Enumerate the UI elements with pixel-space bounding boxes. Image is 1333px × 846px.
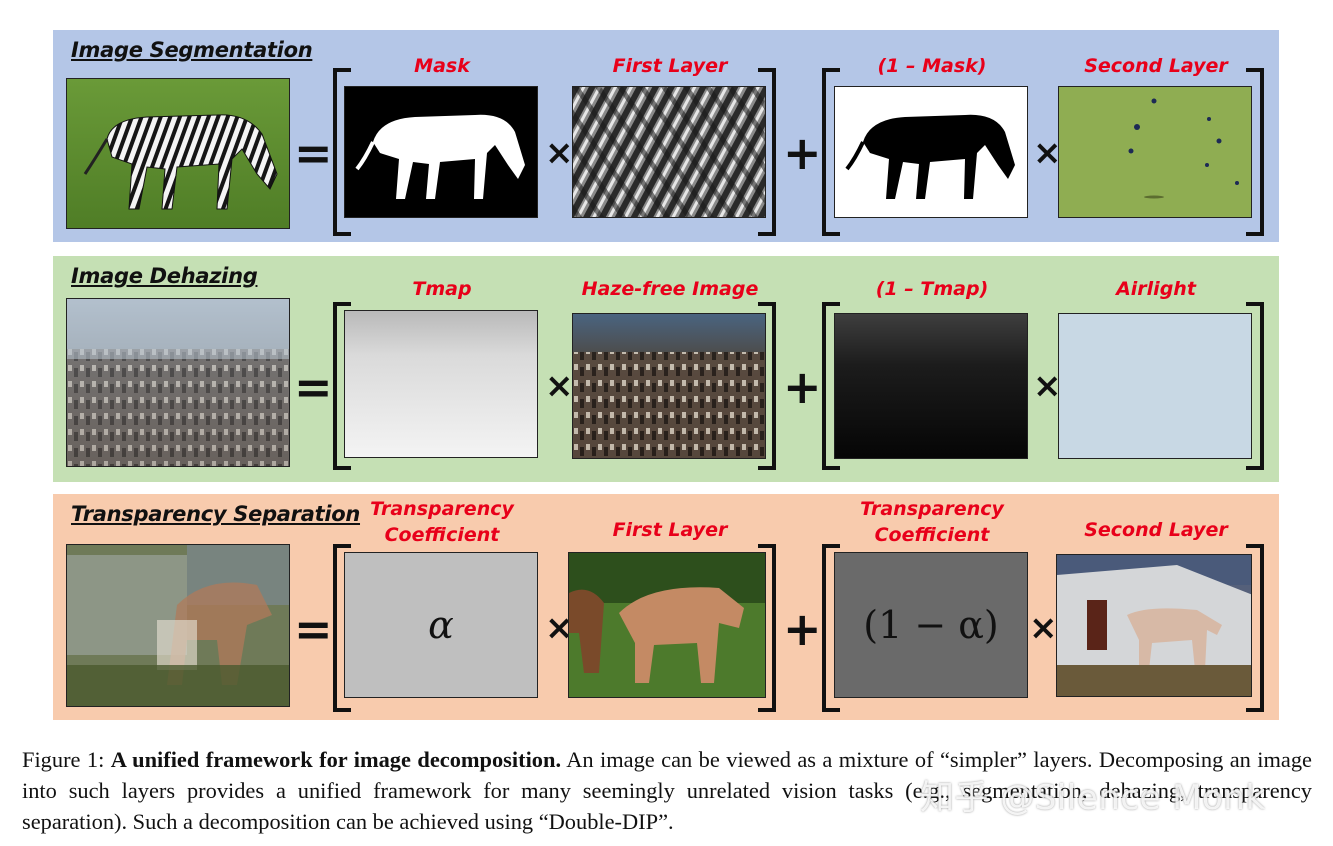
- left-bracket: [822, 68, 840, 236]
- watermark: 知乎 @Silence Monk: [920, 778, 1266, 818]
- times-sign: ×: [1033, 366, 1062, 406]
- label-mask: Mask: [414, 55, 470, 77]
- first-layer-texture-image: [572, 86, 766, 218]
- times-sign: ×: [1029, 608, 1058, 648]
- segmentation-title: Image Segmentation: [71, 38, 313, 62]
- label-transparency-coefficient: Transparency Coefficient: [860, 498, 1004, 546]
- right-bracket: [758, 544, 776, 712]
- caption-prefix: Figure 1:: [22, 747, 111, 772]
- hazy-city-input-image: [66, 298, 290, 467]
- caption-bold-title: A unified framework for image decomposit…: [110, 747, 562, 772]
- alpha-symbol: α: [428, 603, 454, 647]
- inverse-tmap-image: [834, 313, 1028, 459]
- label-second-layer: Second Layer: [1084, 519, 1228, 541]
- horse-layer-image: [568, 552, 766, 698]
- right-bracket: [758, 302, 776, 470]
- barn-cow-layer-image: [1056, 554, 1252, 697]
- label-one-minus-mask: (1 – Mask): [877, 55, 987, 77]
- transparency-title: Transparency Separation: [71, 502, 361, 526]
- right-bracket: [758, 68, 776, 236]
- left-bracket: [333, 302, 351, 470]
- label-airlight: Airlight: [1116, 278, 1196, 300]
- alpha-image: α: [344, 552, 538, 698]
- left-bracket: [333, 544, 351, 712]
- left-bracket: [333, 68, 351, 236]
- right-bracket: [1246, 68, 1264, 236]
- caption-body: An image can be viewed as a mixture of “…: [22, 747, 1312, 834]
- times-sign: ×: [545, 366, 574, 406]
- label-tmap: Tmap: [412, 278, 472, 300]
- label-one-minus-tmap: (1 – Tmap): [875, 278, 989, 300]
- figure-caption: Figure 1: A unified framework for image …: [22, 744, 1312, 837]
- equals-sign: =: [294, 360, 333, 414]
- times-sign: ×: [1033, 133, 1062, 173]
- times-sign: ×: [545, 133, 574, 173]
- haze-free-city-image: [572, 313, 766, 459]
- inverse-mask-image: [834, 86, 1028, 218]
- tmap-image: [344, 310, 538, 458]
- label-haze-free-image: Haze-free Image: [581, 278, 759, 300]
- one-minus-alpha-symbol: (1 − α): [863, 603, 999, 647]
- one-minus-alpha-image: (1 − α): [834, 552, 1028, 698]
- plus-sign: +: [783, 360, 822, 414]
- left-bracket: [822, 544, 840, 712]
- dehazing-title: Image Dehazing: [71, 264, 258, 288]
- left-bracket: [822, 302, 840, 470]
- label-transparency-coefficient: Transparency Coefficient: [370, 498, 514, 546]
- mixed-input-image: [66, 544, 290, 707]
- right-bracket: [1246, 302, 1264, 470]
- label-first-layer: First Layer: [612, 55, 728, 77]
- label-second-layer: Second Layer: [1084, 55, 1228, 77]
- mask-image: [344, 86, 538, 218]
- airlight-image: [1058, 313, 1252, 459]
- equals-sign: =: [294, 126, 333, 180]
- label-first-layer: First Layer: [612, 519, 728, 541]
- right-bracket: [1246, 544, 1264, 712]
- grass-background-image: [1058, 86, 1252, 218]
- plus-sign: +: [783, 602, 822, 656]
- zebra-input-image: [66, 78, 290, 229]
- plus-sign: +: [783, 126, 822, 180]
- equals-sign: =: [294, 602, 333, 656]
